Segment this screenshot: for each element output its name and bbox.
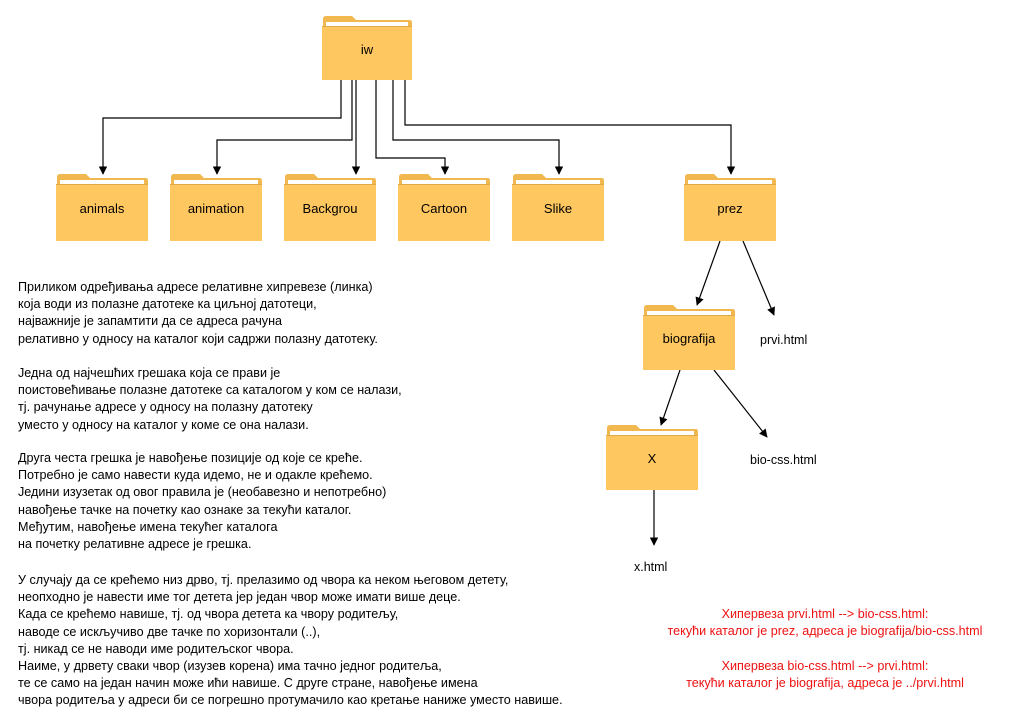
folder-animals (56, 174, 148, 241)
explanation-paragraph-4: У случају да се крећемо низ дрво, тј. пр… (18, 572, 563, 710)
text-line: Друга честа грешка је навођење позиције … (18, 451, 363, 465)
edge-iw-animation (212, 80, 353, 175)
folder-animation (170, 174, 262, 241)
note-line: Хипервеза bio-css.html --> prvi.html: (721, 659, 929, 673)
folder-label-animation: animation (187, 201, 245, 216)
text-line: на почетку релативне адресе је грешка. (18, 537, 252, 552)
file-label-prvi-html: prvi.html (760, 333, 808, 347)
text-line: Међутим, навођење имена текућег каталога (18, 519, 278, 534)
edge-iw-cartoon (375, 80, 450, 175)
file-label-bio-css-html: bio-css.html (750, 453, 817, 467)
folder-iw (322, 16, 412, 80)
text-line: Приликом одређивања адресе релативне хип… (18, 280, 373, 294)
edge-biografija-x (659, 369, 681, 426)
edge-prez-prvi-html (742, 240, 775, 316)
text-line: релативно у односу на каталог који садрж… (18, 331, 378, 346)
edge-iw-animals (98, 80, 342, 175)
edge-biografija-bio-css-html (713, 369, 768, 438)
text-line: тј. никад се не наводи име родитељског ч… (18, 641, 294, 656)
text-line: поистовећивање полазне датотеке са катал… (18, 383, 402, 398)
folder-label-animals: animals (79, 201, 125, 216)
folder-label-cartoon: Cartoon (420, 201, 468, 216)
folder-x (606, 425, 698, 490)
explanation-paragraph-1: Приликом одређивања адресе релативне хип… (18, 279, 378, 348)
text-line: уместо у односу на каталог у коме се она… (18, 417, 309, 432)
note-line: Хипервеза prvi.html --> bio-css.html: (721, 607, 929, 621)
file-label-x-html: x.html (634, 560, 668, 574)
folder-label-backgrou: Backgrou (302, 201, 358, 216)
text-line: те се само на један начин може ићи навиш… (18, 676, 478, 691)
text-line: наводе се искључиво две тачке по хоризон… (18, 624, 321, 639)
text-line: Када се крећемо навише, тј. од чвора дет… (18, 607, 399, 622)
text-line: навођење тачке на почетку као ознаке за … (18, 502, 352, 517)
text-line: Једна од најчешћих грешака која се прави… (18, 366, 281, 380)
text-line: која води из полазне датотеке ка циљној … (18, 297, 317, 312)
text-line: Једини изузетак од овог правила је (необ… (18, 485, 387, 500)
folder-slike (512, 174, 604, 241)
text-line: У случају да се крећемо низ дрво, тј. пр… (18, 573, 509, 587)
text-line: најважније је запамтити да се адреса рач… (18, 314, 283, 329)
folder-label-x: X (647, 451, 657, 466)
folder-backgrou (284, 174, 376, 241)
hyperlink-note-2: Хипервеза bio-css.html --> prvi.html: те… (640, 658, 1010, 692)
folder-label-biografija: biografija (662, 331, 716, 346)
folder-prez (684, 174, 776, 241)
explanation-paragraph-3: Друга честа грешка је навођење позиције … (18, 450, 386, 553)
folder-cartoon (398, 174, 490, 241)
edge-iw-slike (392, 80, 564, 175)
hyperlink-note-1: Хипервеза prvi.html --> bio-css.html: те… (640, 606, 1010, 640)
edge-iw-prez (404, 80, 736, 175)
folder-label-prez: prez (717, 201, 743, 216)
text-line: неопходно је навести име тог детета јер … (18, 590, 461, 605)
explanation-paragraph-2: Једна од најчешћих грешака која се прави… (18, 365, 402, 434)
text-line: Потребно је само навести куда идемо, не … (18, 468, 373, 483)
folder-label-slike: Slike (543, 201, 573, 216)
note-line: текући каталог је prez, адреса је biogra… (667, 624, 983, 638)
text-line: тј. рачунање адресе у односу на полазну … (18, 400, 313, 415)
note-line: текући каталог је biografija, адреса је … (686, 676, 964, 690)
folder-label-iw: iw (360, 42, 374, 57)
text-line: Наиме, у дрвету сваки чвор (изузев корен… (18, 659, 442, 674)
edge-prez-biografija (695, 240, 721, 306)
text-line: чвора родитеља у адреси би се погрешно п… (18, 693, 563, 708)
folder-biografija (643, 305, 735, 370)
